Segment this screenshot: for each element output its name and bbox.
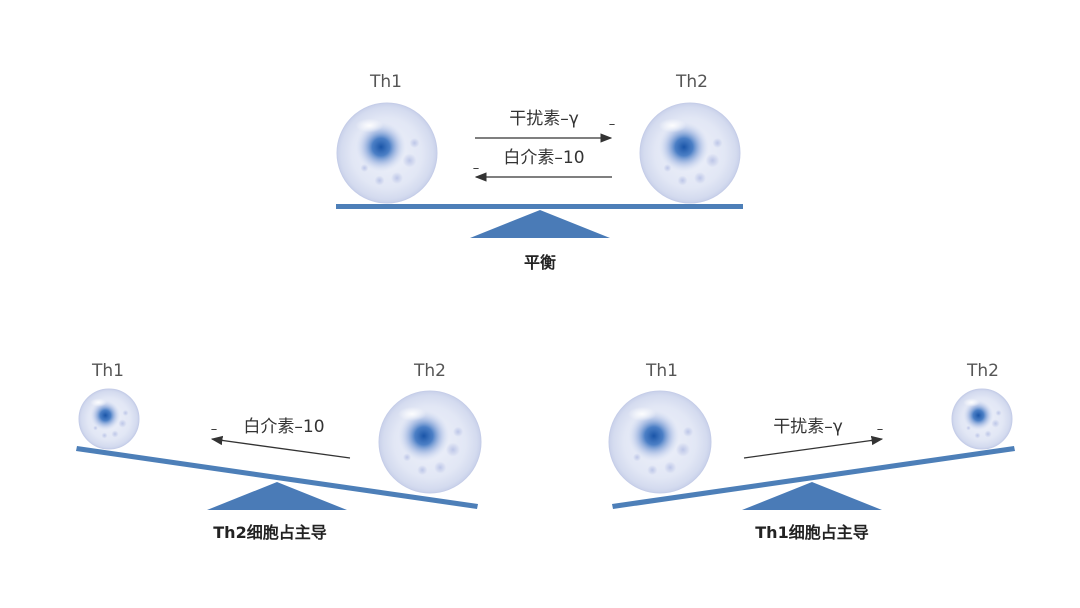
- cell-speckle: [664, 461, 677, 474]
- cell-nucleus: [398, 410, 450, 462]
- cell-sphere-icon: [378, 390, 482, 494]
- cell-speckle: [101, 432, 108, 439]
- cell-speckle: [682, 426, 694, 437]
- balanced-beam: [336, 204, 743, 209]
- cell-speckle: [995, 410, 1002, 416]
- th2-dominant-beam: [76, 446, 478, 509]
- cell-speckle: [712, 138, 723, 148]
- cell-highlight: [397, 406, 427, 422]
- th1-dominant-fulcrum: [742, 482, 882, 510]
- cell-highlight: [627, 406, 657, 422]
- cell-highlight: [355, 118, 384, 133]
- cell-speckle: [391, 172, 403, 184]
- cell-speckle: [409, 138, 420, 148]
- th2-dominant-arrow: [210, 435, 351, 459]
- th2-dominant-caption: Th2细胞占主导: [213, 523, 326, 542]
- balanced-th1-label: Th1: [369, 72, 402, 92]
- th2-dominant-th1-label: Th1: [91, 361, 124, 381]
- th2-dominant-fulcrum: [207, 482, 347, 510]
- th2-dominant-th2-label: Th2: [413, 361, 446, 381]
- th1-dominant-beam: [612, 446, 1015, 509]
- th1-dominant-sign: –: [877, 422, 884, 437]
- balanced-ifn-gamma-label: 干扰素–γ: [509, 109, 579, 129]
- th2-dominant-sign: –: [211, 422, 218, 437]
- cell-speckle: [974, 432, 981, 439]
- cell-speckle: [402, 153, 417, 168]
- cell-sphere-icon: [78, 388, 140, 450]
- cell-nucleus: [356, 122, 406, 172]
- cell-nucleus: [628, 410, 680, 462]
- cell-highlight: [963, 398, 980, 407]
- cell-nucleus: [90, 400, 121, 431]
- balanced-th2-label: Th2: [675, 72, 708, 92]
- cell-speckle: [122, 410, 129, 416]
- cell-speckle: [434, 461, 447, 474]
- cell-sphere-icon: [608, 390, 712, 494]
- cell-speckle: [118, 419, 127, 428]
- cell-speckle: [417, 464, 428, 476]
- cell-speckle: [452, 426, 464, 437]
- cell-speckle: [374, 175, 385, 186]
- cell-nucleus: [659, 122, 709, 172]
- cell-speckle: [694, 172, 706, 184]
- th1-dominant-panel: Th1 Th2 干扰素–γ – Th1细胞占主导: [608, 361, 1015, 542]
- cell-speckle: [445, 442, 461, 457]
- balanced-left-sign: –: [473, 161, 480, 176]
- cell-speckle: [675, 442, 691, 457]
- th1-dominant-ifn-gamma-label: 干扰素–γ: [773, 417, 843, 437]
- cell-speckle: [705, 153, 720, 168]
- cell-nucleus: [963, 400, 994, 431]
- th1-dominant-arrow: [743, 435, 884, 459]
- th1-dominant-th2-label: Th2: [966, 361, 999, 381]
- cell-highlight: [90, 398, 107, 407]
- cell-speckle: [647, 464, 658, 476]
- balanced-il10-label: 白介素–10: [503, 148, 584, 168]
- th2-dominant-panel: Th1 Th2 白介素–10 – Th2细胞占主导: [76, 361, 482, 542]
- cell-sphere-icon: [639, 102, 741, 204]
- cell-speckle: [991, 419, 1000, 428]
- cell-speckle: [111, 430, 119, 438]
- balanced-caption: 平衡: [524, 253, 556, 272]
- th2-dominant-il10-label: 白介素–10: [243, 417, 324, 437]
- balanced-panel: Th1 Th2 干扰素–γ – 白介素–10 – 平衡: [336, 72, 743, 272]
- cell-speckle: [677, 175, 688, 186]
- cell-sphere-icon: [336, 102, 438, 204]
- cell-speckle: [984, 430, 992, 438]
- balanced-right-sign: –: [609, 117, 616, 132]
- balanced-fulcrum: [470, 210, 610, 238]
- th1-dominant-caption: Th1细胞占主导: [755, 523, 868, 542]
- cell-sphere-icon: [951, 388, 1013, 450]
- th1-dominant-th1-label: Th1: [645, 361, 678, 381]
- cell-highlight: [658, 118, 687, 133]
